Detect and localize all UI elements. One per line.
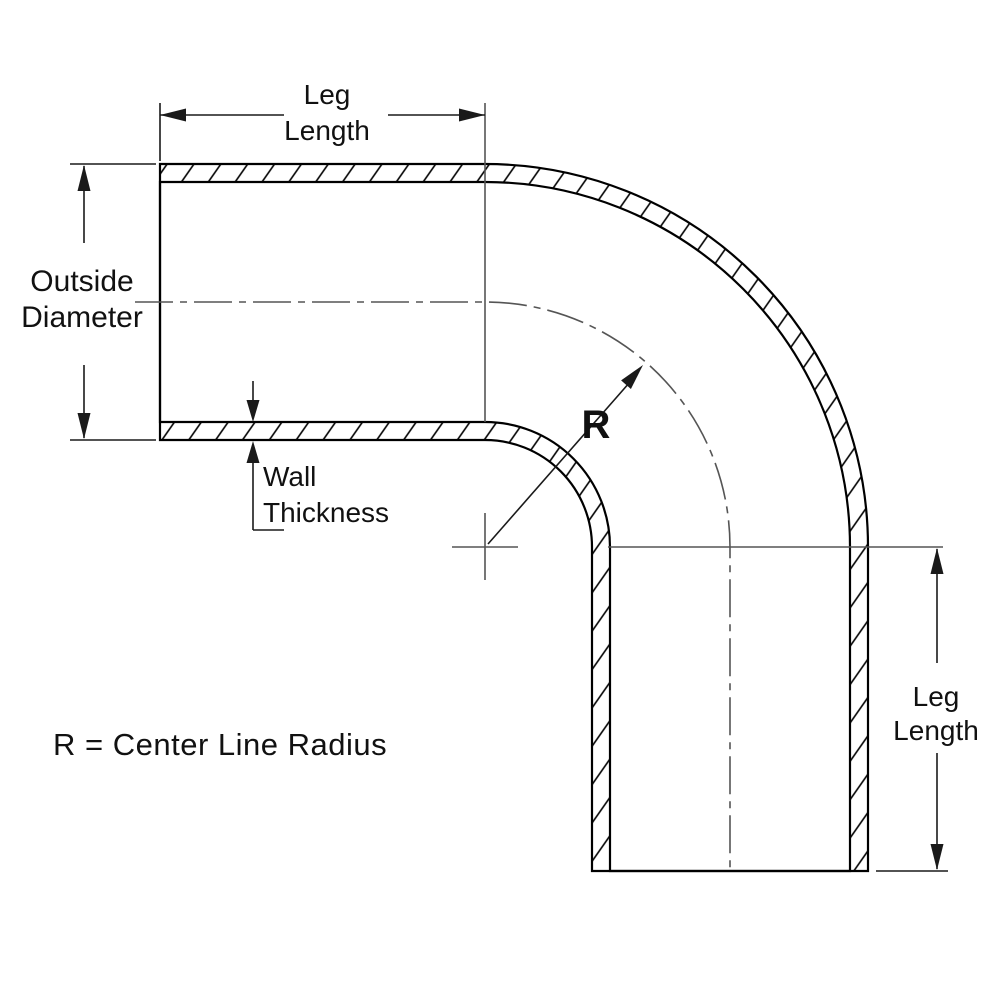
pipe-outer-outline: [158, 162, 870, 873]
right-leg-length-label-line2: Length: [893, 715, 979, 746]
arrowhead-up-right-icon: [621, 365, 643, 389]
outside-diameter-label-line1: Outside: [30, 265, 133, 298]
pipe-bore-outline: [158, 180, 852, 873]
dim-top-leg-length: Leg Length: [159, 79, 485, 161]
radius-leader-line: [487, 381, 631, 545]
right-leg-length-label-line1: Leg: [913, 681, 960, 712]
legend-center-line-radius: R = Center Line Radius: [53, 727, 387, 762]
radius-symbol-label: R: [582, 403, 611, 447]
arrowhead-right-icon: [459, 108, 485, 122]
arrowhead-up-icon: [246, 441, 260, 463]
wall-thickness-label-line1: Wall: [263, 461, 316, 492]
outside-diameter-label-line2: Diameter: [21, 301, 143, 334]
wall-thickness-leader-lower: [252, 452, 284, 531]
pipe-body: [158, 162, 870, 873]
arrowhead-down-icon: [77, 413, 91, 439]
dim-wall-thickness: Wall Thickness: [246, 381, 389, 531]
dim-outside-diameter: Outside Diameter: [21, 163, 156, 441]
dim-center-line-radius: R: [487, 365, 643, 545]
arrowhead-up-icon: [930, 548, 944, 574]
arrowhead-down-icon: [930, 844, 944, 870]
arrowhead-left-icon: [160, 108, 186, 122]
top-leg-length-label-line1: Leg: [304, 79, 351, 110]
arrowhead-up-icon: [77, 165, 91, 191]
od-extension-lines: [70, 163, 156, 441]
bend-center-cross: [452, 513, 518, 580]
pipe-centerline: [135, 301, 731, 871]
wall-thickness-label-line2: Thickness: [263, 497, 389, 528]
centerlines: [135, 103, 943, 871]
dim-right-leg-length: Leg Length: [876, 548, 979, 872]
arrowhead-down-icon: [246, 400, 260, 422]
top-leg-length-label-line2: Length: [284, 115, 370, 146]
